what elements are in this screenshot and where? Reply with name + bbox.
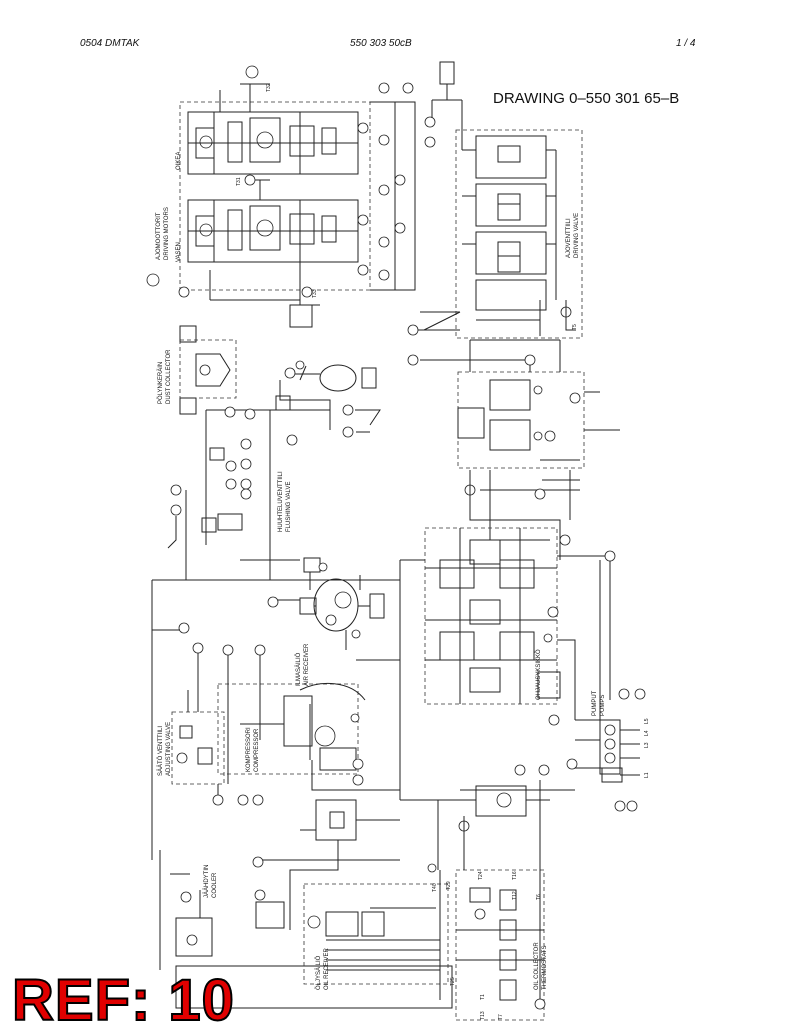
- port-t25: T25: [450, 977, 456, 986]
- header-right: 1 / 4: [676, 38, 696, 49]
- port-t33: T33: [312, 289, 318, 298]
- port-t5: T5: [572, 324, 578, 330]
- port-l5: L5: [644, 718, 650, 724]
- pressure-valve-block: [407, 311, 620, 546]
- pumps-block: [566, 688, 646, 812]
- driving-valve-block: [455, 129, 583, 341]
- header-center: 550 303 50cB: [350, 38, 412, 49]
- air-receiver-block: [267, 557, 385, 650]
- port-t31: T31: [236, 177, 242, 186]
- port-t16: T16: [512, 871, 518, 880]
- port-l1: L1: [644, 772, 650, 778]
- trunk-lines: [240, 470, 601, 791]
- port-t6: T6: [536, 894, 542, 900]
- port-t12: T12: [512, 891, 518, 900]
- oil-receiver-block: [175, 780, 546, 1021]
- port-t7: T7: [498, 1014, 504, 1020]
- driving-motors-block: [146, 65, 371, 328]
- port-l3: L3: [644, 742, 650, 748]
- port-l4: L4: [644, 730, 650, 736]
- port-t24: T24: [478, 871, 484, 880]
- oikea-label: OIKEA: [176, 152, 182, 170]
- flushing-valve-block: [167, 406, 330, 581]
- control-unit-label: OHJAUSYKSIKKÖ: [535, 649, 542, 700]
- adjusting-valve-block: [151, 579, 266, 860]
- header-left: 0504 DMTAK: [80, 38, 140, 49]
- port-t29: T29: [446, 881, 452, 890]
- dust-collector-block: [179, 325, 237, 415]
- vasen-label: VASEN: [176, 242, 182, 262]
- port-t40: T40: [432, 883, 438, 892]
- drawing-title: DRAWING 0–550 301 65–B: [493, 90, 680, 107]
- cooler-block: [159, 799, 400, 970]
- ref-label: REF: 10: [11, 968, 235, 1033]
- port-t32: T32: [266, 83, 272, 92]
- control-unit-block: [400, 527, 616, 726]
- center-check-valve: [400, 764, 550, 870]
- air-tank-block: [275, 360, 381, 438]
- callout-cluster-upper: [357, 61, 463, 291]
- port-t1: T1: [480, 994, 486, 1000]
- port-t13: T13: [480, 1011, 486, 1020]
